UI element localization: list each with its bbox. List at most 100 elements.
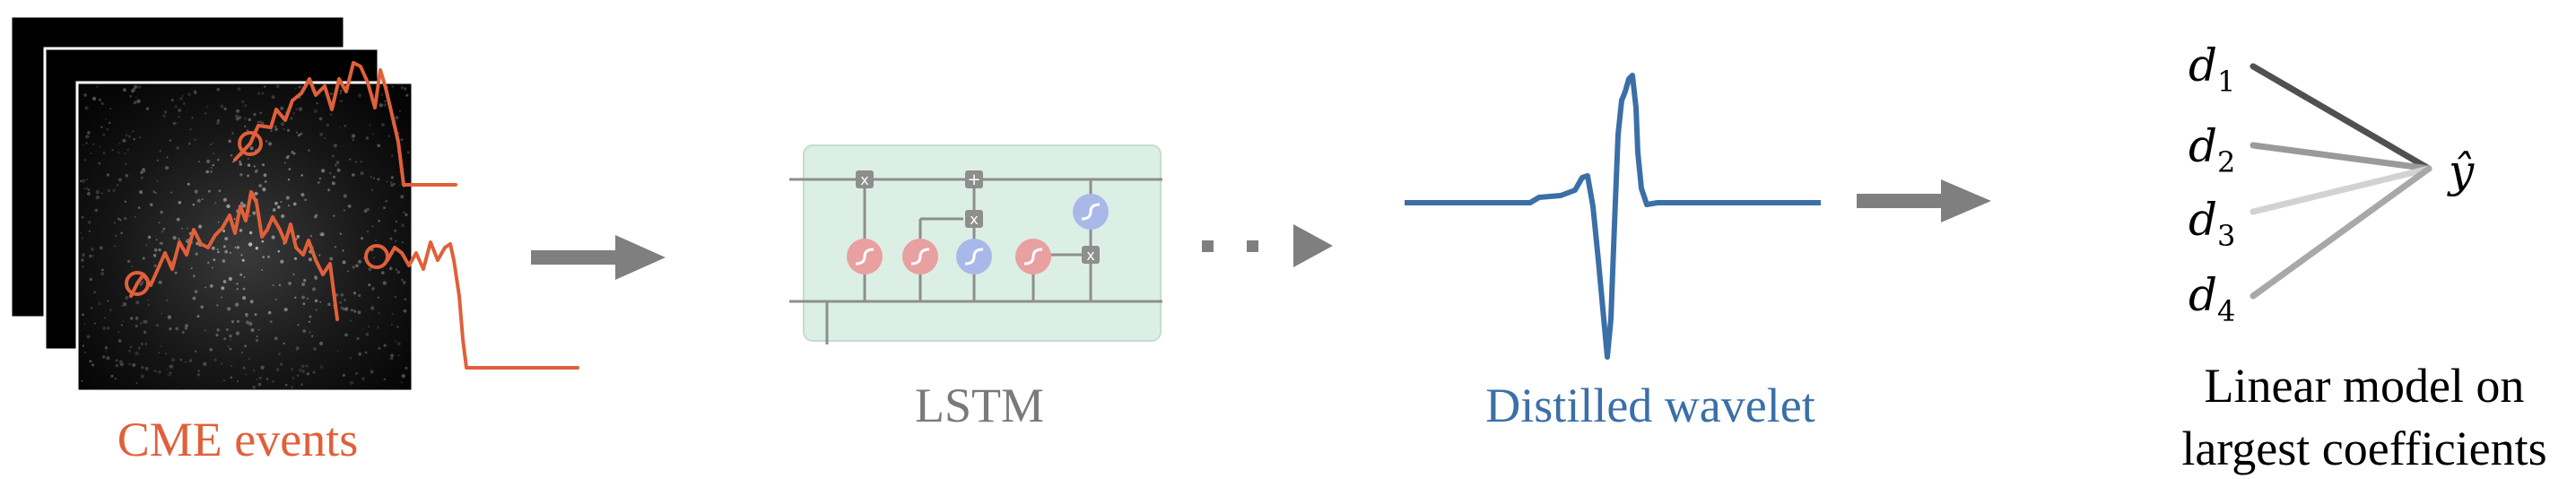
speckle xyxy=(371,287,375,291)
speckle xyxy=(118,142,121,144)
speckle xyxy=(141,366,144,369)
speckle xyxy=(135,96,137,99)
speckle xyxy=(314,299,318,303)
speckle xyxy=(332,154,335,158)
speckle xyxy=(200,305,205,309)
speckle xyxy=(158,352,161,354)
speckle xyxy=(246,129,249,132)
speckle xyxy=(368,283,371,287)
speckle xyxy=(298,107,303,111)
speckle xyxy=(303,278,307,283)
speckle xyxy=(221,362,223,365)
speckle xyxy=(217,250,220,254)
speckle xyxy=(222,230,226,232)
speckle xyxy=(132,130,135,133)
speckle xyxy=(241,204,247,208)
speckle xyxy=(349,356,352,360)
speckle xyxy=(122,301,125,304)
speckle xyxy=(158,222,161,224)
speckle xyxy=(296,374,300,377)
speckle xyxy=(169,327,172,331)
speckle xyxy=(181,331,185,334)
speckle xyxy=(135,351,139,356)
speckle xyxy=(99,145,100,148)
speckle xyxy=(230,252,231,254)
speckle xyxy=(335,161,340,165)
speckle xyxy=(127,135,131,138)
speckle xyxy=(110,374,114,378)
speckle xyxy=(298,85,300,89)
speckle xyxy=(258,120,263,124)
speckle xyxy=(149,203,153,206)
speckle xyxy=(247,174,250,178)
speckle xyxy=(391,312,394,316)
cme-curve-right xyxy=(386,240,579,370)
speckle xyxy=(272,208,276,212)
speckle xyxy=(280,122,285,126)
speckle xyxy=(350,319,352,322)
speckle xyxy=(344,124,347,127)
speckle xyxy=(340,292,344,297)
speckle xyxy=(176,146,179,150)
speckle xyxy=(297,134,301,137)
speckle xyxy=(253,112,257,117)
speckle xyxy=(205,286,206,289)
linear-model-edges xyxy=(2250,63,2432,300)
speckle xyxy=(265,140,268,143)
speckle xyxy=(166,299,169,301)
speckle xyxy=(217,221,220,223)
speckle xyxy=(326,123,330,127)
speckle xyxy=(242,296,247,300)
arrow-head xyxy=(615,235,666,280)
speckle xyxy=(125,134,128,137)
speckle xyxy=(174,271,178,274)
speckle xyxy=(210,284,213,288)
speckle xyxy=(82,179,86,183)
speckle xyxy=(351,134,356,138)
speckle xyxy=(82,144,84,145)
speckle xyxy=(95,195,100,200)
speckle xyxy=(389,237,393,240)
speckle xyxy=(399,110,401,112)
speckle xyxy=(315,309,318,311)
speckle xyxy=(115,364,118,368)
speckle xyxy=(100,126,103,128)
speckle xyxy=(159,150,161,152)
speckle xyxy=(102,152,106,154)
speckle xyxy=(283,127,285,130)
speckle xyxy=(142,170,145,173)
speckle xyxy=(256,335,258,338)
speckle xyxy=(107,188,111,193)
speckle xyxy=(228,276,232,281)
speckle xyxy=(401,241,404,244)
speckle xyxy=(187,142,191,145)
speckle xyxy=(124,152,126,155)
speckle xyxy=(402,281,406,284)
speckle xyxy=(246,315,248,318)
speckle xyxy=(147,303,150,306)
speckle xyxy=(349,380,353,385)
speckle xyxy=(115,234,117,237)
speckle xyxy=(253,165,256,168)
speckle xyxy=(192,203,196,206)
speckle xyxy=(253,369,256,372)
speckle xyxy=(169,139,171,142)
speckle xyxy=(83,322,86,325)
speckle xyxy=(352,138,355,142)
speckle xyxy=(81,379,83,382)
speckle xyxy=(185,324,188,327)
speckle xyxy=(381,271,385,274)
speckle xyxy=(167,373,170,376)
speckle xyxy=(106,173,110,177)
speckle xyxy=(344,307,349,311)
forget-multiply-symbol: x xyxy=(860,171,868,188)
speckle xyxy=(234,302,239,307)
speckle xyxy=(109,108,111,109)
speckle xyxy=(248,231,253,235)
speckle xyxy=(222,280,227,283)
speckle xyxy=(129,317,134,320)
speckle xyxy=(95,190,100,195)
speckle xyxy=(181,227,183,230)
speckle xyxy=(86,335,91,339)
speckle xyxy=(350,309,353,312)
